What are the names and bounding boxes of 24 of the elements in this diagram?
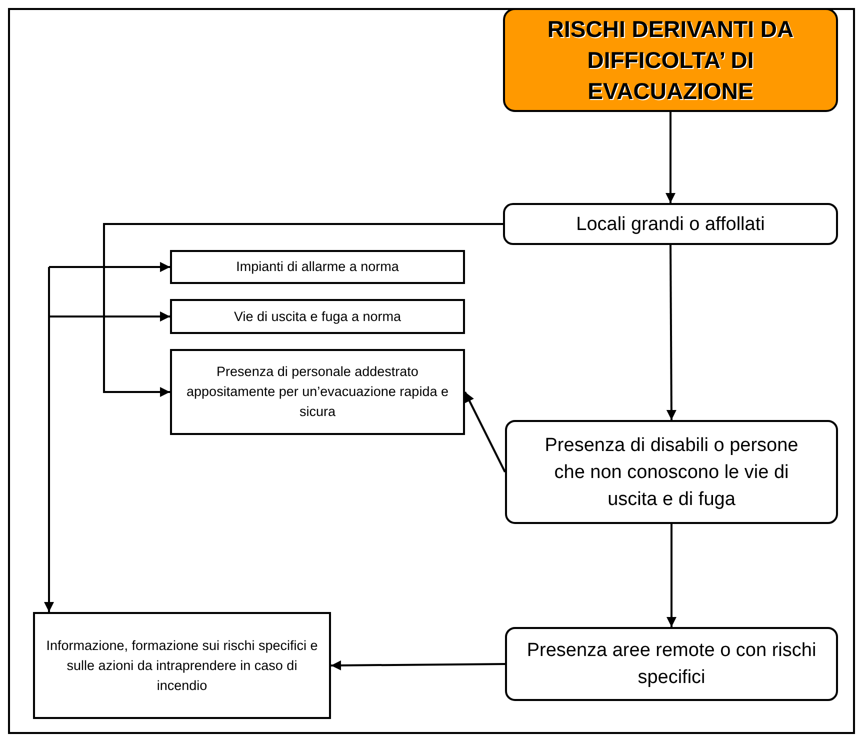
arrow [464, 392, 506, 472]
rounded-process-box [505, 627, 838, 701]
arrow [666, 524, 676, 627]
title-box [503, 8, 838, 112]
rounded-process-box [503, 203, 838, 245]
box-text: Informazione, formazione sui rischi specifici e sulle azioni da intraprendere in caso di incendio [45, 636, 319, 694]
box-text: Locali grandi o affollati [576, 212, 765, 236]
process-box [170, 299, 465, 334]
box-text: Presenza di disabili o persone che non conoscono le vie di uscita e di fuga [544, 434, 800, 512]
arrow [49, 312, 170, 322]
box-text: Vie di uscita e fuga a norma [234, 308, 402, 326]
box-text: Impianti di allarme a norma [236, 258, 399, 276]
arrow [44, 267, 54, 612]
box-text: RISCHI DERIVANTI DA DIFFICOLTA’ DI EVACUAZIONE [546, 14, 795, 106]
arrow [49, 262, 170, 272]
process-box [33, 612, 331, 719]
box-text: Presenza aree remote o con rischi specifici [526, 639, 818, 690]
process-box [170, 349, 465, 435]
box-text: Presenza di personale addestrato appositamente per un’evacuazione rapida e sicura [186, 363, 450, 421]
rounded-process-box [505, 420, 838, 524]
process-box [170, 250, 465, 284]
arrow [666, 245, 676, 420]
arrow [666, 112, 676, 203]
arrow [331, 660, 505, 670]
